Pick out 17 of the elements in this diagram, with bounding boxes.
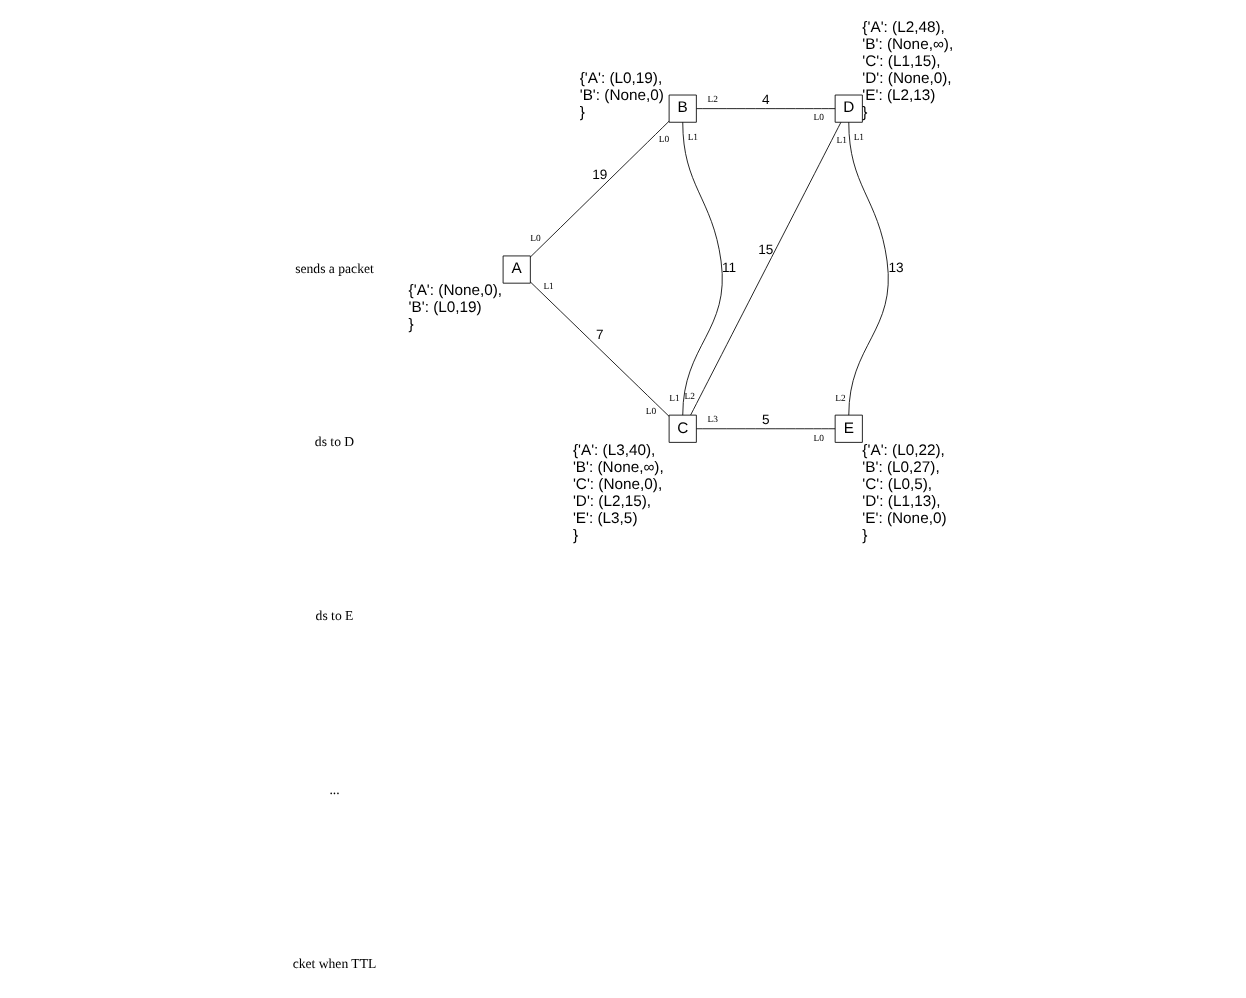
node-label: {'A': (L3,40), 'B': (None,∞), 'C': (None,0), 'D': (L2,15), 'E': (L3,5) }	[571, 440, 663, 544]
node-box: A	[501, 255, 530, 284]
connector	[695, 108, 835, 110]
connector	[689, 121, 841, 416]
node-box: C	[667, 414, 696, 443]
node-label: {'A': (L2,48), 'B': (None,∞), 'C': (L1,15), 'D': (None,0), 'E': (L2,13) }	[861, 18, 953, 122]
connector	[847, 121, 888, 416]
node-label: {'A': (L0,19), 'B': (None,0) }	[578, 69, 663, 122]
connector	[681, 121, 722, 416]
node-label: {'A': (None,0), 'B': (L0,19) }	[407, 281, 502, 334]
connector	[695, 428, 835, 430]
node-box: B	[667, 94, 696, 123]
connector	[529, 120, 669, 258]
node-box: E	[833, 414, 862, 443]
connector	[529, 281, 669, 417]
node-box: D	[833, 94, 862, 123]
node-label: {'A': (L0,22), 'B': (L0,27), 'C': (L0,5), 'D': (L1,13), 'E': (None,0) }	[861, 440, 946, 544]
